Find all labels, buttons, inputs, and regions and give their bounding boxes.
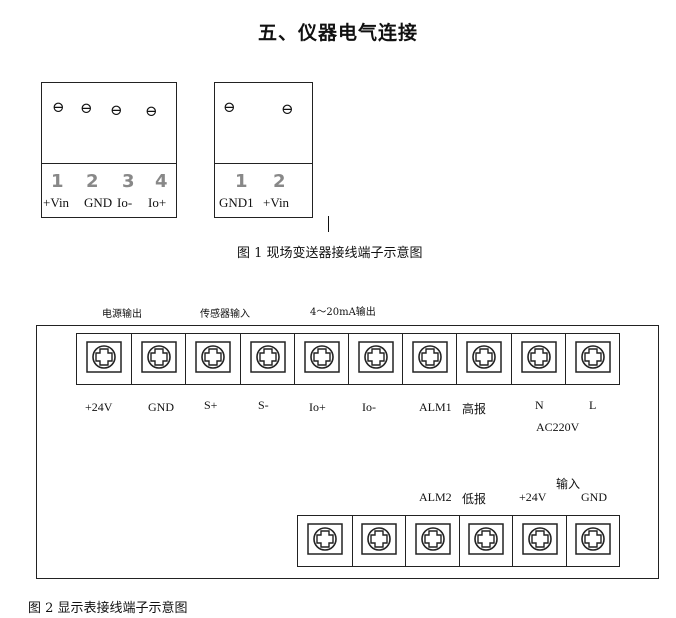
terminal-screw-icon bbox=[468, 523, 504, 555]
terminal-screw-icon bbox=[361, 523, 397, 555]
terminal-label: N bbox=[535, 398, 544, 412]
terminal-cell bbox=[565, 516, 621, 566]
terminal-screw-icon bbox=[358, 341, 394, 373]
terminal-label: +24V bbox=[519, 490, 547, 504]
screw-icon: ⊖ bbox=[145, 102, 158, 120]
terminal-cell bbox=[298, 516, 352, 566]
bottom-terminal-strip bbox=[297, 515, 620, 567]
terminal-label: +24V bbox=[85, 400, 113, 414]
terminal-cell bbox=[510, 334, 566, 384]
pin-label: Io+ bbox=[148, 195, 167, 210]
terminal-screw-icon bbox=[520, 341, 557, 373]
terminal-cell bbox=[564, 334, 620, 384]
pin-number: 1 bbox=[235, 171, 248, 192]
pin-number: 4 bbox=[155, 171, 168, 192]
terminal-cell bbox=[456, 334, 511, 384]
terminal-cell bbox=[458, 516, 514, 566]
terminal-label: S+ bbox=[204, 398, 218, 412]
terminal-cell bbox=[185, 334, 240, 384]
terminal-screw-icon bbox=[575, 523, 611, 555]
top-terminal-strip bbox=[76, 333, 620, 385]
group-label-current-output: 4～20mA输出 bbox=[310, 307, 376, 318]
terminal-screw-icon bbox=[195, 341, 232, 373]
screw-icon: ⊖ bbox=[52, 98, 65, 116]
screw-icon: ⊖ bbox=[223, 98, 236, 116]
terminal-cell bbox=[351, 516, 407, 566]
pin-number: 2 bbox=[273, 171, 286, 192]
terminal-screw-icon bbox=[86, 341, 122, 373]
section-title: 五、仪器电气连接 bbox=[257, 22, 418, 44]
terminal-label: GND bbox=[581, 490, 607, 504]
display-meter-panel bbox=[36, 325, 659, 579]
terminal-cell bbox=[402, 334, 457, 384]
terminal-label: Io- bbox=[362, 400, 376, 414]
pin-label: GND bbox=[84, 195, 113, 210]
figure-2-caption: 图 2 显示表接线端子示意图 bbox=[28, 601, 188, 616]
terminal-label: 高报 bbox=[462, 402, 487, 416]
pin-number: 3 bbox=[122, 171, 135, 192]
terminal-cell bbox=[512, 516, 567, 566]
pin-label: Io- bbox=[117, 195, 133, 210]
terminal-screw-icon bbox=[304, 341, 340, 373]
screw-icon: ⊖ bbox=[110, 101, 123, 119]
screw-icon: ⊖ bbox=[80, 99, 93, 117]
terminal-cell bbox=[405, 516, 460, 566]
terminal-cell bbox=[348, 334, 403, 384]
terminal-label: ALM2 bbox=[419, 490, 452, 504]
terminal-cell bbox=[293, 334, 349, 384]
terminal-cell bbox=[239, 334, 295, 384]
figure-1-caption: 图 1 现场变送器接线端子示意图 bbox=[237, 246, 423, 261]
terminal-label: Io+ bbox=[309, 400, 326, 414]
group-label-power-output: 电源输出 bbox=[102, 309, 142, 320]
terminal-screw-icon bbox=[412, 341, 449, 373]
terminal-cell bbox=[77, 334, 131, 384]
transmitter-terminal-block-b: ⊖ ⊖ 1 2 GND1 +Vin bbox=[214, 82, 313, 218]
terminal-screw-icon bbox=[466, 341, 503, 373]
terminal-label: L bbox=[589, 398, 597, 412]
terminal-screw-icon bbox=[522, 523, 558, 555]
pin-number: 1 bbox=[51, 171, 64, 192]
terminal-screw-icon bbox=[415, 523, 451, 555]
terminal-screw-icon bbox=[575, 341, 611, 373]
pin-label: +Vin bbox=[43, 195, 70, 210]
transmitter-terminal-block-a: ⊖ ⊖ ⊖ ⊖ 1 2 3 4 +Vin GND Io- Io+ bbox=[41, 82, 177, 218]
pin-label: +Vin bbox=[263, 195, 290, 210]
terminal-label: GND bbox=[148, 400, 174, 414]
tick-mark bbox=[328, 216, 329, 232]
pin-label: GND1 bbox=[219, 195, 254, 210]
terminal-screw-icon bbox=[307, 523, 343, 555]
terminal-label: S- bbox=[258, 398, 269, 412]
terminal-label: 低报 bbox=[462, 492, 487, 506]
screw-icon: ⊖ bbox=[281, 100, 294, 118]
input-label: 输入 bbox=[556, 477, 581, 491]
terminal-screw-icon bbox=[141, 341, 178, 373]
ac220v-label: AC220V bbox=[536, 420, 580, 434]
terminal-label: ALM1 bbox=[419, 400, 452, 414]
terminal-screw-icon bbox=[249, 341, 286, 373]
group-label-sensor-input: 传感器输入 bbox=[200, 309, 250, 320]
pin-number: 2 bbox=[86, 171, 99, 192]
terminal-cell bbox=[131, 334, 186, 384]
